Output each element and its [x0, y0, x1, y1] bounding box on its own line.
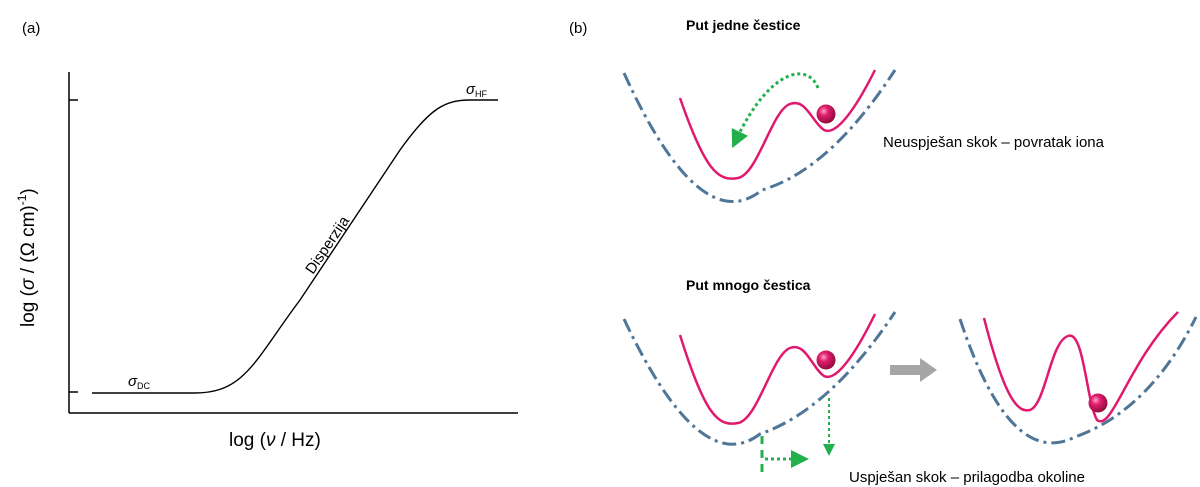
- many-particles-after-scene: [958, 311, 1198, 445]
- top-title: Put jedne čestice: [686, 17, 801, 33]
- top-ion: [816, 104, 836, 124]
- bottom-left-envelope-curve: [622, 311, 897, 446]
- bottom-right-envelope-curve: [958, 316, 1198, 445]
- many-particles-before-scene: [622, 311, 897, 475]
- bottom-caption: Uspješan skok – prilagodba okoline: [849, 469, 1085, 486]
- panel-a-label: (a): [22, 20, 40, 37]
- y-axis-label: log (σ / (Ω cm)-1): [15, 188, 39, 327]
- bottom-left-double-well: [678, 313, 877, 425]
- x-axis-label: log (ν / Hz): [229, 430, 321, 451]
- transition-arrow: [890, 358, 937, 382]
- top-double-well: [678, 69, 877, 180]
- panel-b-label: (b): [569, 20, 587, 37]
- bottom-left-ion: [816, 350, 836, 370]
- sigma-hf-label: σHF: [466, 81, 488, 99]
- bottom-right-ion: [1088, 393, 1108, 413]
- bottom-right-double-well: [982, 311, 1179, 423]
- top-caption: Neuspješan skok – povratak iona: [883, 134, 1105, 151]
- panel-a-axes: [68, 72, 518, 414]
- single-particle-scene: [622, 69, 897, 203]
- top-return-arrow: [731, 72, 820, 149]
- sigma-dc-label: σDC: [128, 373, 151, 391]
- top-envelope-curve: [622, 69, 897, 203]
- conductivity-curve: [92, 99, 498, 394]
- dispersion-label: Disperzija: [302, 213, 353, 278]
- bottom-title: Put mnogo čestica: [686, 277, 811, 293]
